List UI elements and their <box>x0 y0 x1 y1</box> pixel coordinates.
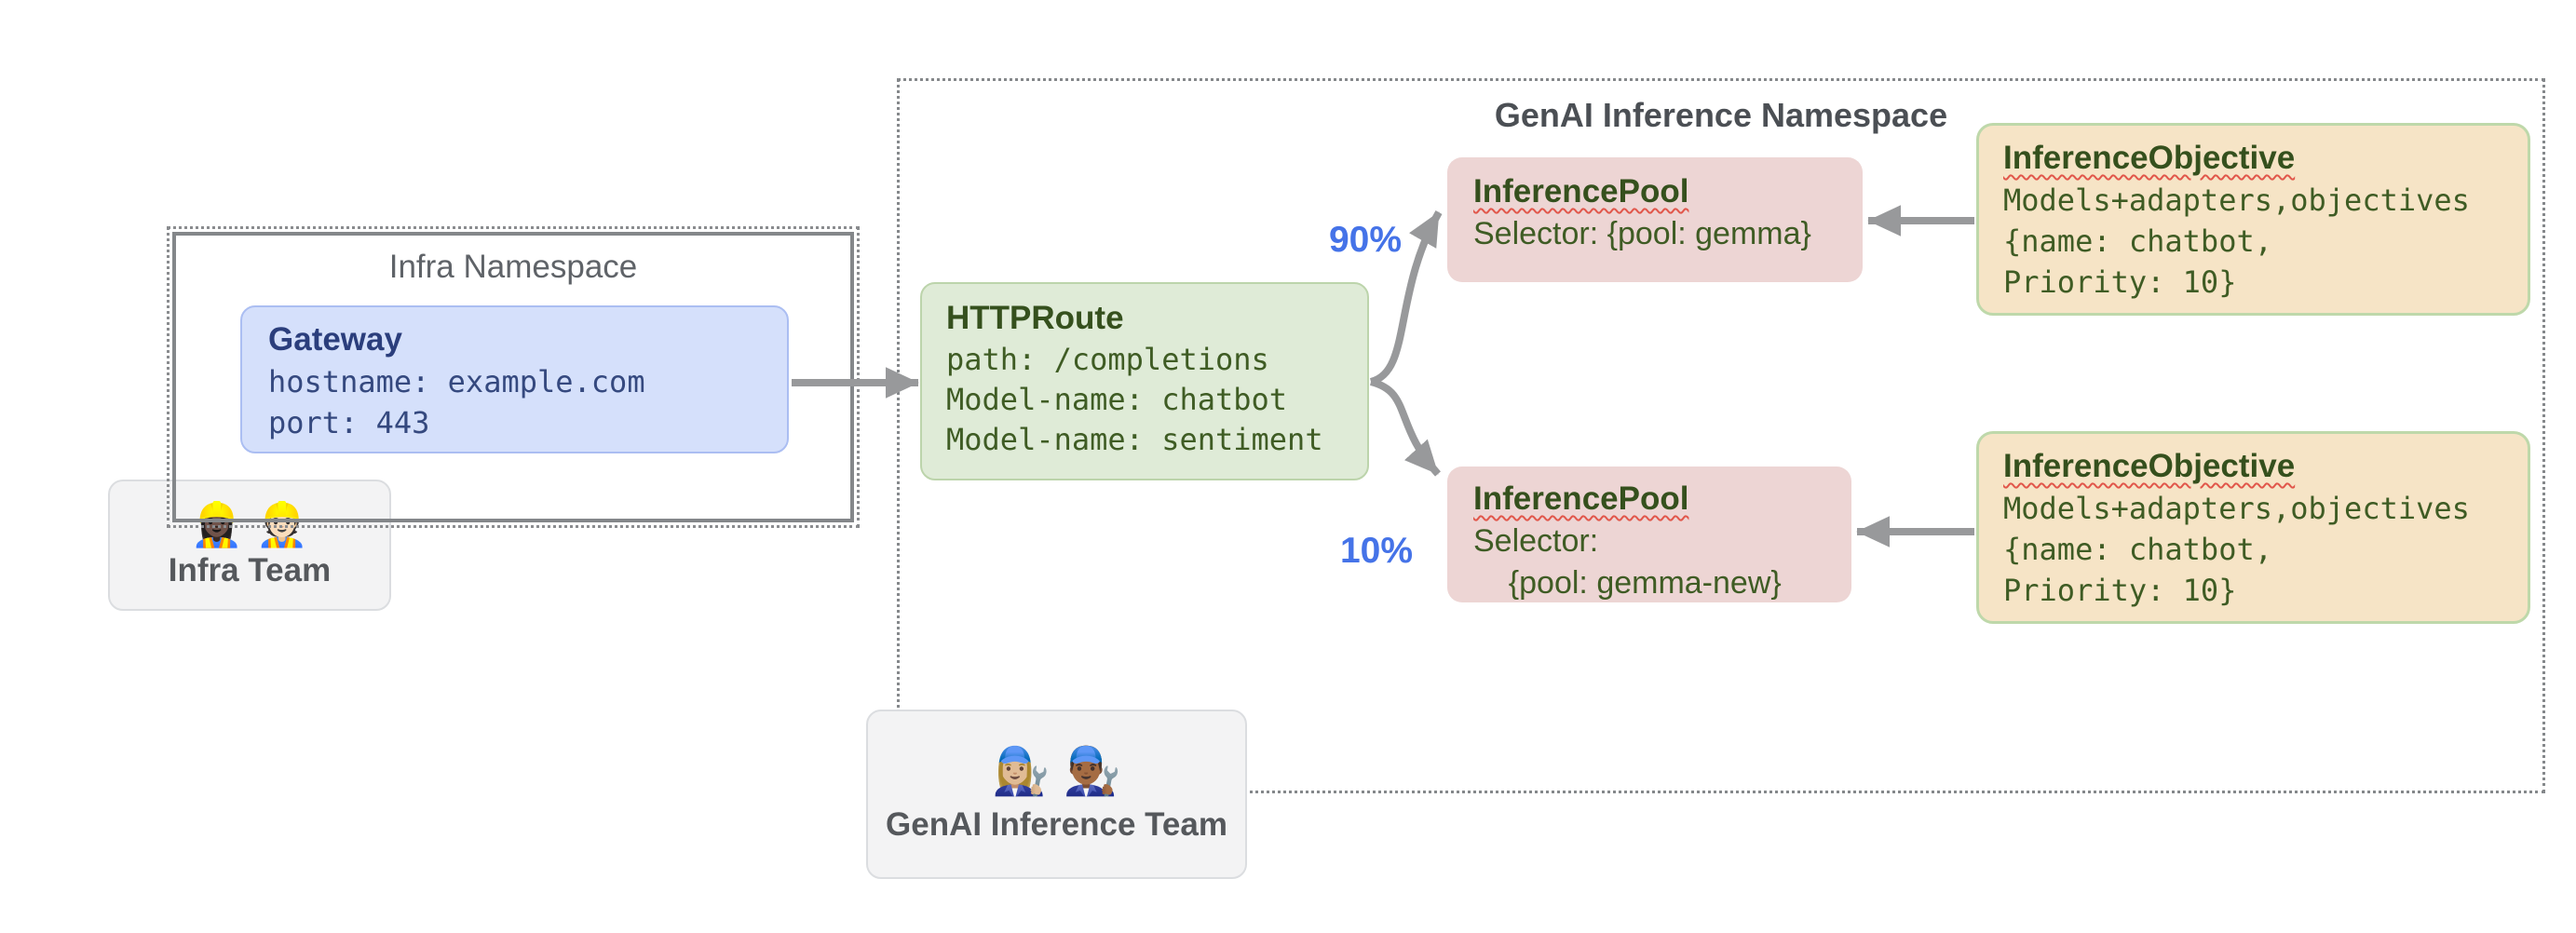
inference-objective-top-priority: Priority: 10} <box>2003 264 2237 300</box>
inference-pool-top-title: InferencePool <box>1473 173 1689 210</box>
inference-pool-top-selector: Selector: {pool: gemma} <box>1473 216 1811 251</box>
inference-objective-top-models: Models+adapters,objectives <box>2003 183 2470 218</box>
inference-objective-top-name: {name: chatbot, <box>2003 223 2272 259</box>
genai-inference-namespace-title: GenAI Inference Namespace <box>1494 96 1948 134</box>
gateway-port: port: 443 <box>268 405 430 440</box>
inference-pool-bottom-selector: Selector: <box>1473 523 1599 559</box>
inference-pool-bottom-box: InferencePool Selector: {pool: gemma-new… <box>1447 466 1851 602</box>
genai-inference-team-label: GenAI Inference Team <box>886 805 1227 843</box>
inference-objective-top-box: InferenceObjective Models+adapters,objec… <box>1976 123 2530 316</box>
httproute-model-sentiment: Model-name: sentiment <box>946 422 1323 457</box>
httproute-box: HTTPRoute path: /completions Model-name:… <box>920 282 1369 480</box>
infra-team-label: Infra Team <box>168 551 332 588</box>
inference-pool-bottom-title: InferencePool <box>1473 480 1689 517</box>
traffic-split-90-label: 90% <box>1328 220 1403 260</box>
inference-pool-top-box: InferencePool Selector: {pool: gemma} <box>1447 157 1863 282</box>
gateway-title: Gateway <box>268 321 402 358</box>
traffic-split-10-label: 10% <box>1339 531 1414 571</box>
gateway-hostname: hostname: example.com <box>268 364 645 399</box>
httproute-title: HTTPRoute <box>946 300 1124 336</box>
construction-worker-emoji-icon: 👷🏿‍♀️ 👷🏻 <box>190 500 309 549</box>
genai-inference-namespace-box: GenAI Inference Namespace <box>897 78 2545 793</box>
inference-objective-bottom-priority: Priority: 10} <box>2003 573 2237 608</box>
mechanic-emoji-icon: 👩🏼‍🔧 👨🏾‍🔧 <box>992 744 1121 797</box>
infra-namespace-box: Infra Namespace <box>167 226 860 528</box>
inference-pool-bottom-selector-value: {pool: gemma-new} <box>1473 565 1782 601</box>
inference-objective-bottom-models: Models+adapters,objectives <box>2003 491 2470 526</box>
infra-team-card: 👷🏿‍♀️ 👷🏻 Infra Team <box>108 480 391 611</box>
inference-objective-bottom-box: InferenceObjective Models+adapters,objec… <box>1976 431 2530 624</box>
inference-objective-bottom-title: InferenceObjective <box>2003 448 2296 484</box>
infra-namespace-title: Infra Namespace <box>388 249 638 285</box>
httproute-path: path: /completions <box>946 342 1269 377</box>
inference-objective-bottom-name: {name: chatbot, <box>2003 532 2272 567</box>
gateway-box: Gateway hostname: example.com port: 443 <box>240 305 789 453</box>
httproute-model-chatbot: Model-name: chatbot <box>946 382 1288 417</box>
genai-inference-team-card: 👩🏼‍🔧 👨🏾‍🔧 GenAI Inference Team <box>866 710 1247 879</box>
inference-objective-top-title: InferenceObjective <box>2003 140 2296 176</box>
